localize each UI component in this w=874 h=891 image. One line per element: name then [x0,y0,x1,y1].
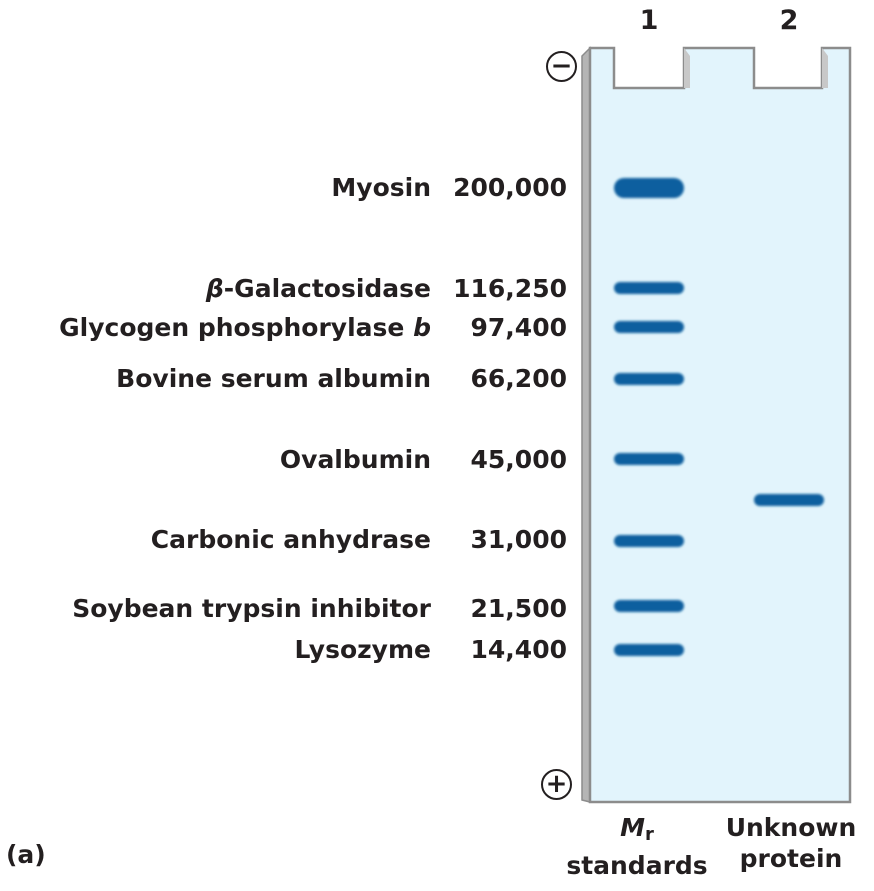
band-unknown-protein [754,494,824,506]
well-2-wall [822,48,828,88]
band-lysozyme [614,644,684,656]
unknown-word: Unknown [725,813,857,842]
mr-subscript: r [645,824,654,845]
positive-electrode-icon: + [541,769,572,800]
standard-label-myosin: Myosin [331,173,431,202]
band-glycogen-phosphorylase [614,321,684,333]
band-carbonic-anhydrase [614,535,684,547]
standard-label-lysozyme: Lysozyme [294,635,431,664]
standard-mass-myosin: 200,000 [453,173,567,202]
standard-label-carbonic-anhydrase: Carbonic anhydrase [150,525,431,554]
protein-word: protein [739,844,843,873]
band-beta-galactosidase [614,282,684,294]
lane-1-caption: Mr standards [557,812,717,881]
well-1-wall [684,48,690,88]
standard-label-glycogen-phosphorylase: Glycogen phosphorylase b [59,313,431,342]
band-bovine-serum-albumin [614,373,684,385]
standard-label-soybean-trypsin-inhibitor: Soybean trypsin inhibitor [72,594,431,623]
lane-2-number: 2 [779,5,799,36]
lane-2-caption: Unknown protein [713,812,869,874]
band-myosin [614,178,684,198]
standard-label-bovine-serum-albumin: Bovine serum albumin [116,364,431,393]
standard-mass-bovine-serum-albumin: 66,200 [470,364,567,393]
band-soybean-trypsin-inhibitor [614,600,684,612]
standard-mass-ovalbumin: 45,000 [470,445,567,474]
part-label: (a) [6,840,46,869]
standard-mass-beta-galactosidase: 116,250 [453,274,567,303]
gel-slab [588,46,852,804]
standard-mass-carbonic-anhydrase: 31,000 [470,525,567,554]
standard-mass-lysozyme: 14,400 [470,635,567,664]
lane-1-number: 1 [639,5,659,36]
negative-electrode-icon: − [546,51,577,82]
band-ovalbumin [614,453,684,465]
standard-mass-glycogen-phosphorylase: 97,400 [470,313,567,342]
standard-label-ovalbumin: Ovalbumin [279,445,431,474]
band-group [614,178,824,656]
standard-label-beta-galactosidase: β-Galactosidase [205,274,431,303]
mr-symbol: Mr [620,813,654,845]
standards-word: standards [566,851,708,880]
standard-mass-soybean-trypsin-inhibitor: 21,500 [470,594,567,623]
